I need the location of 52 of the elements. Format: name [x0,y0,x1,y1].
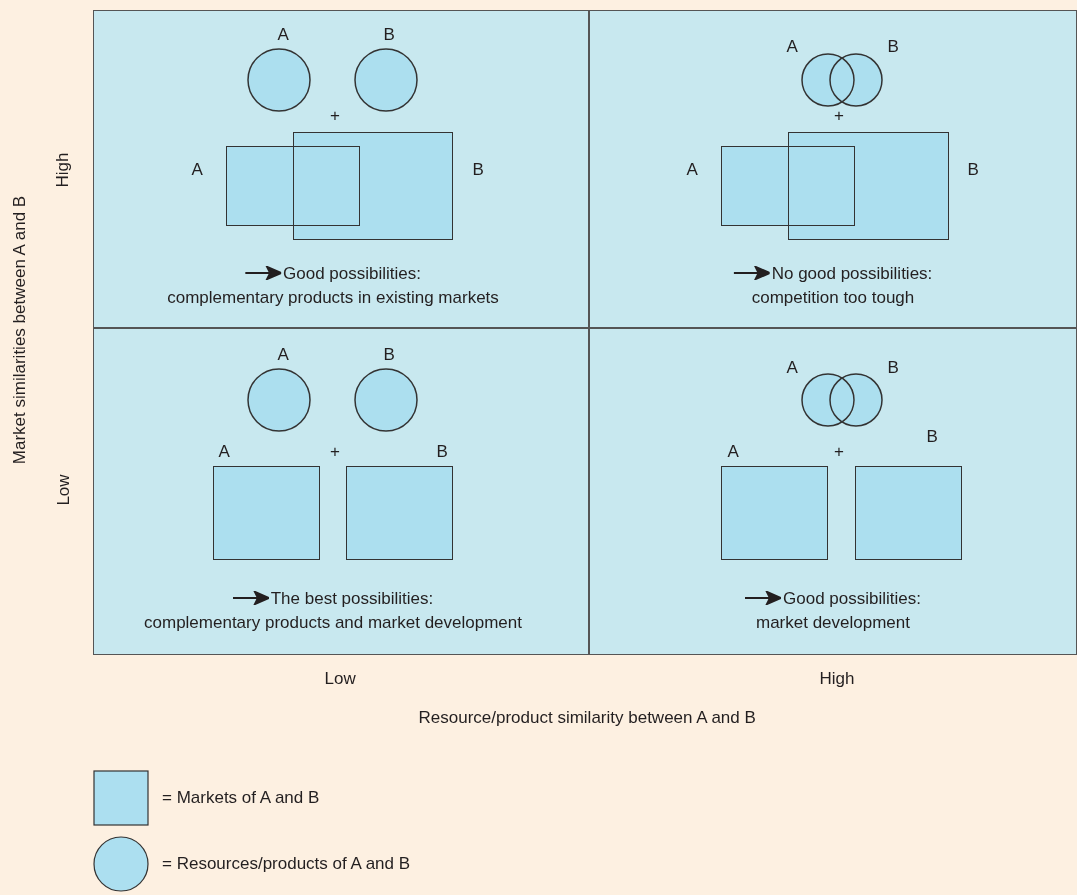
matrix-cell [589,10,1077,328]
letter-label: A [786,358,798,378]
plus-sign: + [834,442,844,462]
letter-label: B [383,345,395,365]
outcome-text: complementary products in existing markets [167,287,499,309]
letter-label: B [383,25,395,45]
matrix-cell [93,10,589,328]
resource-circle [829,373,883,427]
axis-label: Low [53,474,74,506]
resource-circle [247,48,311,112]
outcome-text: complementary products and market development [144,612,522,634]
letter-label: A [277,25,289,45]
letter-label: B [472,160,484,180]
letter-label: A [191,160,203,180]
letter-label: B [926,427,938,447]
market-square [213,466,320,560]
letter-label: B [967,160,979,180]
outcome-heading: No good possibilities: [771,263,933,285]
letter-label: B [887,37,899,57]
outcome-heading: Good possibilities: [283,263,421,285]
axis-label: High [819,669,855,689]
plus-sign: + [330,442,340,462]
plus-sign: + [834,106,844,126]
legend-text: = Resources/products of A and B [162,854,411,874]
resource-circle [354,368,418,432]
market-square [346,466,453,560]
market-square [855,466,962,560]
axis-title: Market similarities between A and B [10,195,31,465]
market-square [293,132,453,240]
resource-circle [354,48,418,112]
plus-sign: + [330,106,340,126]
letter-label: B [436,442,448,462]
outcome-heading: The best possibilities: [270,588,434,610]
letter-label: B [887,358,899,378]
matrix-cell [589,328,1077,655]
market-square [788,132,949,240]
axis-title: Resource/product similarity between A and B [418,708,756,728]
outcome-text: market development [756,612,910,634]
market-square [721,466,828,560]
matrix-cell [93,328,589,655]
letter-label: A [727,442,739,462]
outcome-heading: Good possibilities: [783,588,921,610]
letter-label: A [277,345,289,365]
legend-text: = Markets of A and B [162,788,320,808]
letter-label: A [218,442,230,462]
outcome-text: competition too tough [751,287,915,309]
axis-label: High [53,152,73,188]
letter-label: A [686,160,698,180]
axis-label: Low [324,669,356,689]
resource-circle [829,53,883,107]
letter-label: A [786,37,798,57]
resource-circle [247,368,311,432]
